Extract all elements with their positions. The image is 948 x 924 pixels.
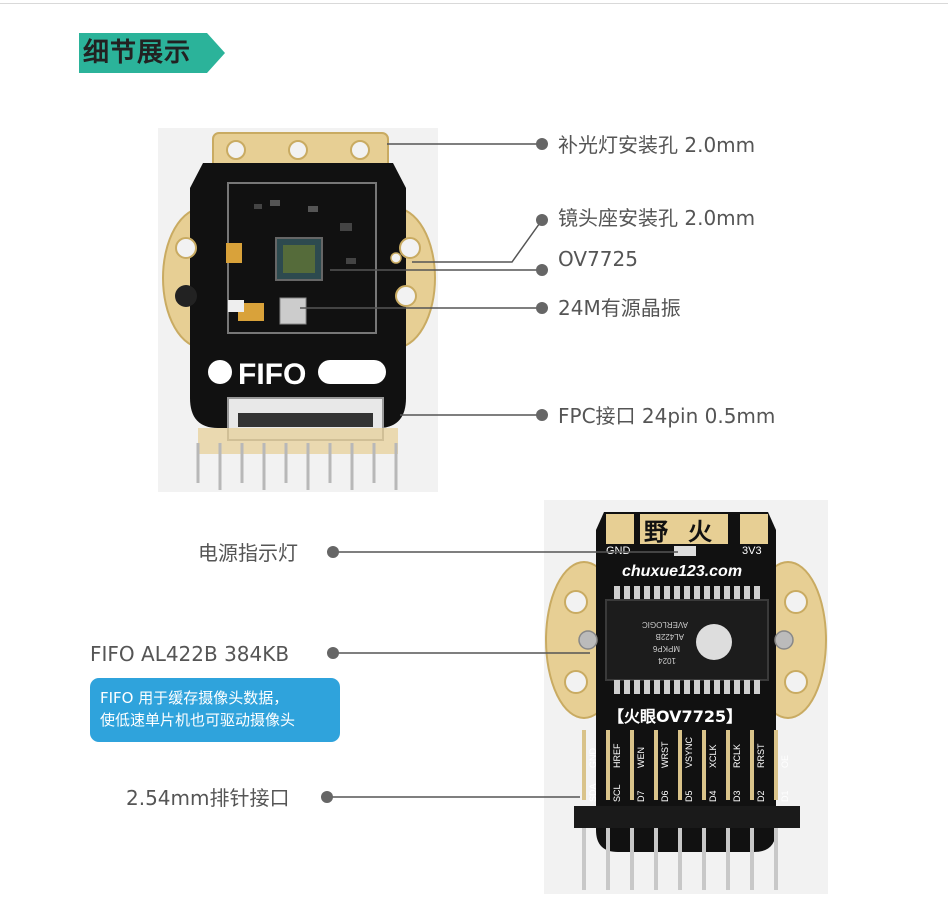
callout-fpc-connector: FPC接口 24pin 0.5mm — [558, 404, 776, 428]
callout-pin-header: 2.54mm排针接口 — [126, 786, 290, 810]
callout-dot — [536, 302, 548, 314]
heading-arrow-tag — [79, 33, 225, 73]
chip-text-4: 1024 — [658, 656, 676, 665]
pin-label-bottom: D4 — [708, 790, 718, 802]
fifo-note-box: FIFO 用于缓存摄像头数据， 使低速单片机也可驱动摄像头 — [90, 678, 340, 742]
section-title: 细节展示 — [83, 38, 192, 68]
callout-dot — [327, 546, 339, 558]
pin-label-top: VSYNC — [684, 736, 694, 768]
callout-dot — [536, 264, 548, 276]
pin-label-bottom: D7 — [636, 790, 646, 802]
callout-dot — [327, 647, 339, 659]
silk-model: 【火眼OV7725】 — [608, 707, 742, 726]
pin-label-top: RCLK — [732, 744, 742, 768]
note-line-2: 使低速单片机也可驱动摄像头 — [100, 711, 296, 729]
pin-label-top: GND — [588, 748, 598, 769]
callout-oscillator: 24M有源晶振 — [558, 296, 681, 320]
callout-dot — [536, 409, 548, 421]
callout-sensor: OV7725 — [558, 247, 638, 271]
pin-label-bottom: D5 — [684, 790, 694, 802]
silk-url: chuxue123.com — [622, 563, 742, 580]
pin-label-top: HREF — [612, 743, 622, 768]
silk-gnd: GND — [606, 545, 631, 557]
top-divider — [0, 3, 948, 4]
silk-fifo-text: FIFO — [238, 358, 306, 391]
pin-label-bottom: D2 — [756, 790, 766, 802]
callout-lens-mount-hole: 镜头座安装孔 2.0mm — [558, 206, 756, 230]
pin-label-top: OE — [780, 755, 790, 768]
silk-3v3: 3V3 — [742, 545, 762, 557]
camera-module-bottom-photo: 野 火 GND 3V3 chuxue123.com AVERLOGIC AL42… — [544, 500, 828, 894]
note-line-1: FIFO 用于缓存摄像头数据， — [100, 689, 289, 707]
pin-label-bottom: D6 — [660, 790, 670, 802]
pin-label-bottom: SDA — [588, 783, 598, 802]
pin-label-top: RRST — [756, 743, 766, 768]
pin-label-top: WRST — [660, 741, 670, 768]
pin-label-top: WEN — [636, 747, 646, 768]
callout-fifo-chip: FIFO AL422B 384KB — [90, 642, 290, 666]
silk-brand-2: 火 — [688, 518, 712, 546]
callout-dot — [536, 138, 548, 150]
callout-power-led: 电源指示灯 — [198, 541, 298, 565]
pin-label-bottom: SCL — [612, 784, 622, 802]
pin-label-bottom: D1 — [780, 790, 790, 802]
pin-label-top: XCLK — [708, 744, 718, 768]
pin-label-bottom: D3 — [732, 790, 742, 802]
camera-module-top-photo: FIFO — [158, 128, 438, 492]
silk-brand-1: 野 — [644, 518, 668, 546]
chip-text-1: AVERLOGIC — [642, 620, 688, 629]
callout-fill-light-hole: 补光灯安装孔 2.0mm — [558, 133, 756, 157]
chip-text-3: MPKP6 — [652, 644, 680, 653]
section-heading: 细节展示 — [79, 33, 225, 73]
callout-dot — [536, 214, 548, 226]
callout-dot — [321, 791, 333, 803]
chip-text-2: AL422B — [656, 632, 684, 641]
